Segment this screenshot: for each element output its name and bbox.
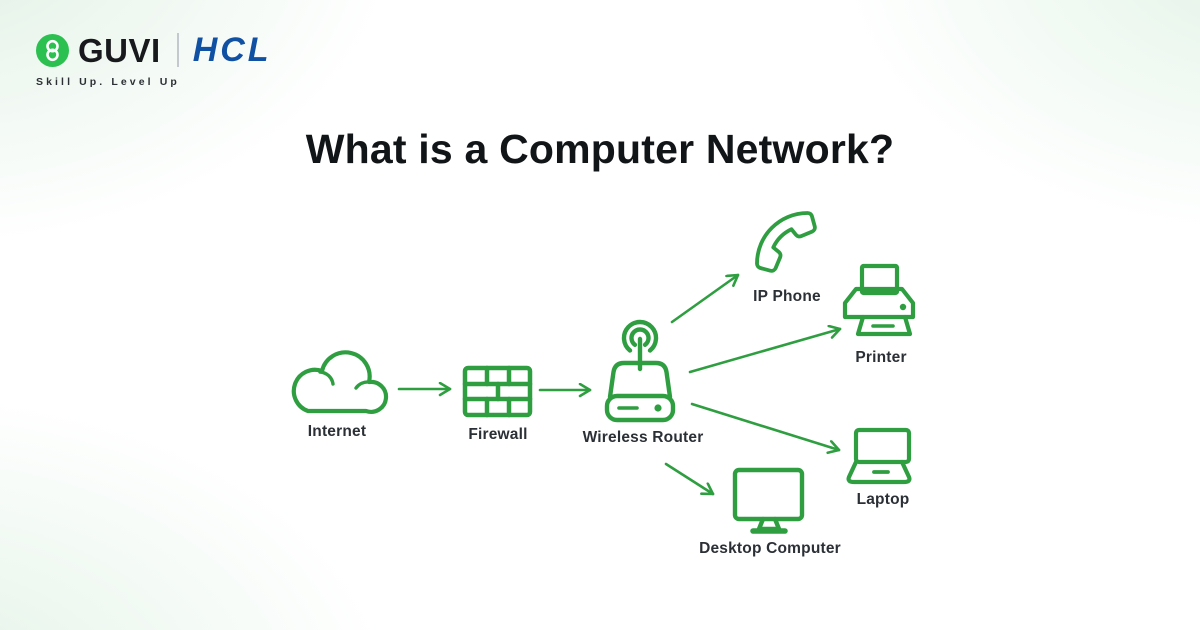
- printer-icon: [842, 263, 916, 337]
- cloud-icon: [291, 350, 389, 414]
- hcl-wordmark: HCL: [192, 31, 272, 69]
- brand-header: GUVI HCL Skill Up. Level Up: [36, 33, 272, 88]
- phone-handset-icon: [755, 211, 817, 273]
- node-label-laptop: Laptop: [856, 491, 910, 508]
- logo-divider: [176, 33, 179, 67]
- node-label-wireless-router: Wireless Router: [582, 429, 704, 446]
- laptop-icon: [846, 427, 912, 485]
- wifi-router-icon: [604, 319, 676, 423]
- brick-wall-icon: [462, 365, 533, 418]
- guvi-wordmark: GUVI: [78, 31, 161, 69]
- diagram-arrows: [397, 273, 842, 496]
- guvi-logo-icon: [36, 33, 69, 67]
- node-label-internet: Internet: [307, 423, 367, 440]
- arrow-router-laptop: [690, 402, 841, 450]
- node-label-firewall: Firewall: [468, 426, 528, 443]
- arrow-router-desktop: [664, 462, 715, 496]
- desktop-monitor-icon: [732, 467, 805, 534]
- node-label-desktop-computer: Desktop Computer: [699, 540, 841, 557]
- arrow-router-ipphone: [670, 273, 740, 324]
- node-label-ip-phone: IP Phone: [753, 288, 821, 305]
- brand-tagline: Skill Up. Level Up: [36, 76, 180, 88]
- node-label-printer: Printer: [855, 349, 907, 366]
- page-title: What is a Computer Network?: [305, 126, 895, 172]
- arrow-router-printer: [688, 329, 842, 374]
